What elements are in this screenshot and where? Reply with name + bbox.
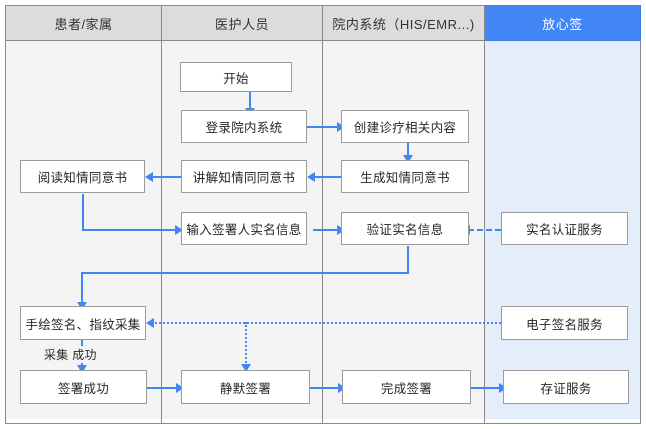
edge-sign-success-to-silent-sign-arrowhead (176, 383, 184, 393)
node-handwrite[interactable]: 手绘签名、指纹采集 (20, 306, 146, 340)
edge-read-to-input-seg-v (82, 194, 84, 230)
lane-header-fangxin: 放心签 (484, 5, 641, 41)
node-login[interactable]: 登录院内系统 (181, 110, 307, 143)
edge-finish-sign-to-evidence-service (471, 387, 503, 389)
edge-create-to-generate (407, 143, 409, 158)
node-generate-label: 生成知情同意书 (360, 171, 450, 185)
node-esign-service-label: 电子签名服务 (526, 317, 603, 332)
edge-esign-service-to-handwrite-arrowhead (146, 318, 154, 328)
node-explain-label: 讲解知情同同意书 (192, 171, 296, 185)
edge-verify-to-handwrite-seg-v2 (81, 272, 83, 304)
node-silent-sign[interactable]: 静默签署 (181, 370, 310, 404)
edge-start-to-login (249, 92, 251, 110)
lane-divider-3 (484, 5, 485, 424)
node-evidence-service-label: 存证服务 (540, 381, 592, 396)
node-login-label: 登录院内系统 (205, 121, 283, 135)
lane-divider-2 (322, 5, 323, 424)
node-finish-sign-label: 完成签署 (380, 381, 433, 396)
edge-verify-to-handwrite-seg-h (81, 272, 409, 274)
node-generate[interactable]: 生成知情同意书 (341, 160, 469, 193)
node-evidence-service[interactable]: 存证服务 (503, 370, 629, 404)
node-sign-success[interactable]: 签署成功 (20, 370, 147, 404)
edge-read-to-input-seg-h (82, 229, 177, 231)
edge-generate-to-explain (313, 176, 342, 178)
edge-label-collect-success-text: 采集 成功 (44, 348, 97, 362)
edge-esign-service-to-handwrite (152, 322, 501, 324)
lane-header-patient: 患者/家属 (5, 5, 162, 41)
node-verify-realname[interactable]: 验证实名信息 (341, 212, 469, 245)
node-explain[interactable]: 讲解知情同同意书 (181, 160, 307, 193)
edge-create-to-generate-arrowhead (403, 155, 413, 163)
node-create[interactable]: 创建诊疗相关内容 (341, 110, 469, 143)
edge-explain-to-read-arrowhead (145, 172, 153, 182)
edge-esign-branch-to-silent-sign (245, 322, 247, 367)
node-input-realname[interactable]: 输入签署人实名信息 (181, 212, 307, 245)
edge-realname-service-to-verify (468, 229, 501, 231)
node-realname-service-label: 实名认证服务 (526, 223, 603, 237)
edge-esign-branch-to-silent-sign-arrowhead (241, 364, 251, 372)
lane-header-his-label: 院内系统（HIS/EMR...) (332, 16, 475, 32)
lane-header-patient-label: 患者/家属 (54, 16, 113, 32)
node-finish-sign[interactable]: 完成签署 (342, 370, 471, 404)
edge-read-to-input-arrowhead (175, 225, 183, 235)
node-verify-realname-label: 验证实名信息 (366, 223, 444, 237)
edge-generate-to-explain-arrowhead (307, 172, 315, 182)
node-realname-service[interactable]: 实名认证服务 (501, 212, 628, 245)
edge-silent-sign-to-finish-sign (310, 387, 342, 389)
lane-header-his: 院内系统（HIS/EMR...) (322, 5, 485, 41)
lane-header-fangxin-label: 放心签 (542, 16, 583, 32)
node-read[interactable]: 阅读知情同意书 (20, 160, 145, 193)
lane-header-staff-label: 医护人员 (214, 16, 269, 32)
edge-input-to-verify (313, 229, 341, 231)
node-start-label: 开始 (223, 71, 249, 86)
node-esign-service[interactable]: 电子签名服务 (501, 306, 628, 340)
edge-handwrite-to-sign-success-arrowhead (77, 365, 87, 373)
edge-login-to-create (307, 126, 339, 128)
edge-sign-success-to-silent-sign (147, 387, 180, 389)
lane-header-staff: 医护人员 (161, 5, 323, 41)
edge-explain-to-read (151, 176, 181, 178)
node-start[interactable]: 开始 (180, 62, 292, 92)
edge-label-collect-success: 采集 成功 (44, 346, 97, 363)
node-create-label: 创建诊疗相关内容 (353, 121, 457, 135)
node-input-realname-label: 输入签署人实名信息 (186, 223, 302, 237)
node-read-label: 阅读知情同意书 (37, 171, 128, 185)
edge-verify-to-handwrite-seg-v1 (407, 246, 409, 274)
lane-divider-1 (161, 5, 162, 424)
node-handwrite-label: 手绘签名、指纹采集 (25, 317, 141, 332)
node-silent-sign-label: 静默签署 (219, 381, 272, 396)
node-sign-success-label: 签署成功 (57, 381, 110, 396)
